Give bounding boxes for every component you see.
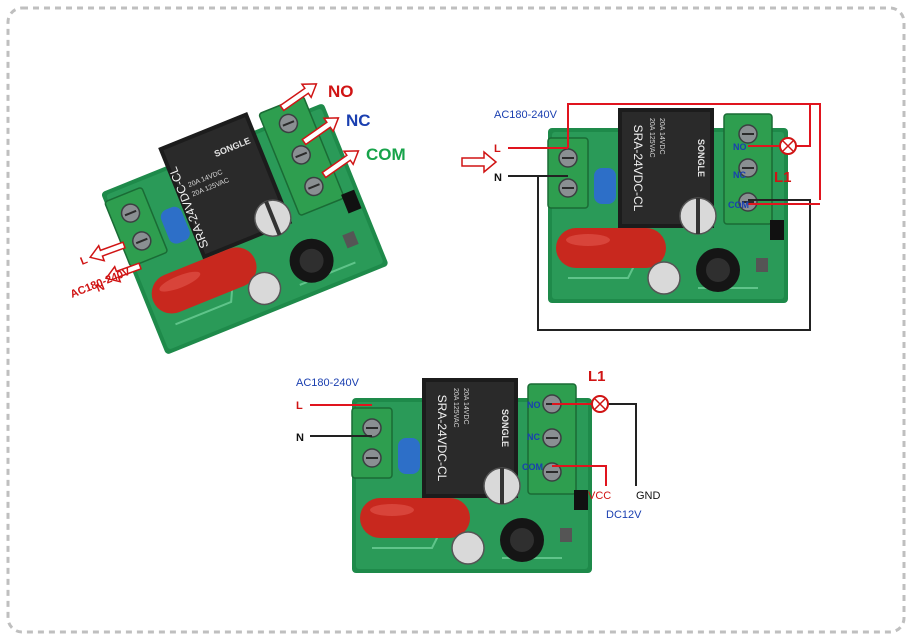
label-voltage-2: AC180-240V xyxy=(494,109,558,121)
arrow-n-icon xyxy=(104,262,142,283)
relay-brand-text-2: SONGLE xyxy=(696,139,706,177)
label-no-2: NO xyxy=(733,142,747,152)
wire-com-vcc-3 xyxy=(552,465,607,486)
label-nc-2: NC xyxy=(733,170,746,180)
wire-lamp-gnd-3 xyxy=(608,403,637,486)
label-n-3: N xyxy=(296,432,304,444)
wire-loop-black-2 xyxy=(537,175,811,331)
label-com-3: COM xyxy=(522,462,543,472)
label-load-3: L1 xyxy=(588,368,606,385)
label-l-3: L xyxy=(296,400,303,412)
arrow-l-icon xyxy=(88,241,126,262)
label-com-2: COM xyxy=(728,200,749,210)
label-dc-3: DC12V xyxy=(606,509,642,521)
label-vcc-3: VCC xyxy=(588,490,611,502)
relay-brand-text-3: SONGLE xyxy=(500,409,510,447)
wire-loop-red-2 xyxy=(567,103,821,200)
label-nc-3: NC xyxy=(527,432,540,442)
label-l-2: L xyxy=(494,143,501,155)
relay-rating2-text-2: 20A 125VAC xyxy=(648,118,655,158)
label-nc-1: NC xyxy=(346,111,371,130)
frame-border xyxy=(6,6,906,634)
arrow-com-icon xyxy=(321,150,360,179)
label-com-1: COM xyxy=(366,145,406,164)
arrow-no-icon xyxy=(279,83,318,112)
relay-rating1-text-3: 20A 14VDC xyxy=(462,388,469,425)
relay-rating2-text-3: 20A 125VAC xyxy=(452,388,459,428)
diagram-2: SRA-24VDC-CL SONGLE 20A 14VDC 20A 125VAC… xyxy=(461,103,821,331)
label-gnd-3: GND xyxy=(636,490,661,502)
lamp-icon xyxy=(591,395,609,413)
relay-model-text-2: SRA-24VDC-CL xyxy=(631,125,645,212)
relay-board-3: SRA-24VDC-CL SONGLE 20A 14VDC 20A 125VAC xyxy=(350,376,594,575)
wire-lamp-loop-2 xyxy=(796,104,811,147)
label-l-1: L xyxy=(79,254,90,268)
relay-rating1-text-2: 20A 14VDC xyxy=(658,118,665,155)
relay-model-text-3: SRA-24VDC-CL xyxy=(435,395,449,482)
label-voltage-3: AC180-240V xyxy=(296,377,360,389)
label-no-3: NO xyxy=(527,400,541,410)
relay-board-1: SRA-24VDC-CL SONGLE 20A 14VDC 20A 125VAC xyxy=(91,82,391,358)
diagram-1: SRA-24VDC-CL SONGLE 20A 14VDC 20A 125VAC… xyxy=(69,82,406,358)
input-arrow-icon xyxy=(461,150,498,174)
label-n-1: N xyxy=(95,281,107,295)
label-load-2: L1 xyxy=(774,169,792,186)
relay-board-2: SRA-24VDC-CL SONGLE 20A 14VDC 20A 125VAC xyxy=(546,106,790,305)
label-no-1: NO xyxy=(328,82,354,101)
arrow-nc-icon xyxy=(301,117,340,146)
diagram-3: SRA-24VDC-CL SONGLE 20A 14VDC 20A 125VAC… xyxy=(296,368,661,575)
label-n-2: N xyxy=(494,172,502,184)
lamp-icon xyxy=(779,137,797,155)
